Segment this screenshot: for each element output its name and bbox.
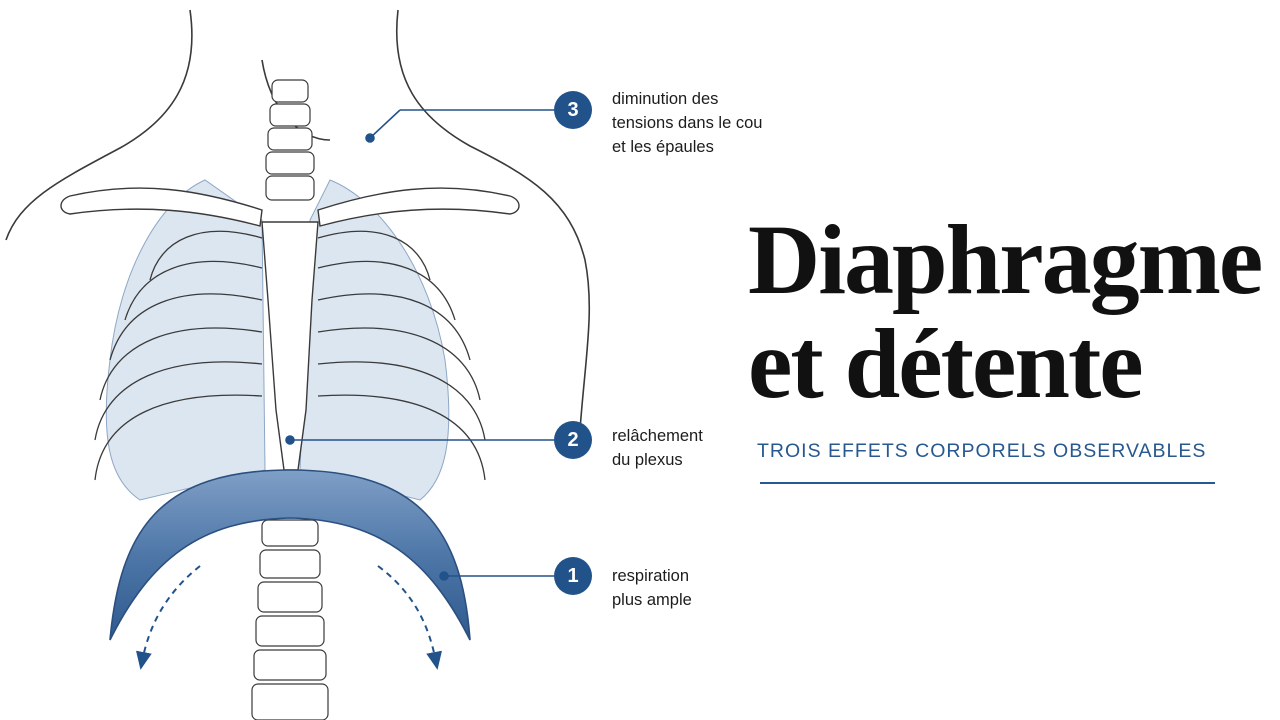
diaphragm: [109, 469, 471, 641]
callout-leaders: [285, 109, 554, 581]
callout-badge-3: 3: [554, 91, 592, 129]
title-line-1: Diaphragme: [748, 204, 1263, 315]
clavicles: [60, 187, 520, 227]
left-motion-arrow: [136, 565, 201, 670]
callout-label-2: relâchement du plexus: [612, 427, 703, 469]
right-lung: [299, 179, 450, 501]
page-title: Diaphragme et détente: [748, 208, 1268, 416]
left-lung: [105, 179, 266, 501]
callout-label-3: diminution des tensions dans le cou et l…: [612, 90, 763, 156]
page-subtitle: TROIS EFFETS CORPORELS OBSERVABLES: [757, 440, 1207, 462]
callout-badge-2: 2: [554, 421, 592, 459]
lungs: [105, 179, 450, 501]
spine: [251, 79, 329, 720]
callout-label-1: respiration plus ample: [612, 567, 692, 609]
rib-cage: [94, 230, 486, 481]
right-motion-arrow: [377, 565, 442, 670]
callout-badge-1: 1: [554, 557, 592, 595]
subtitle-divider: [760, 482, 1215, 484]
title-line-2: et détente: [748, 308, 1144, 419]
